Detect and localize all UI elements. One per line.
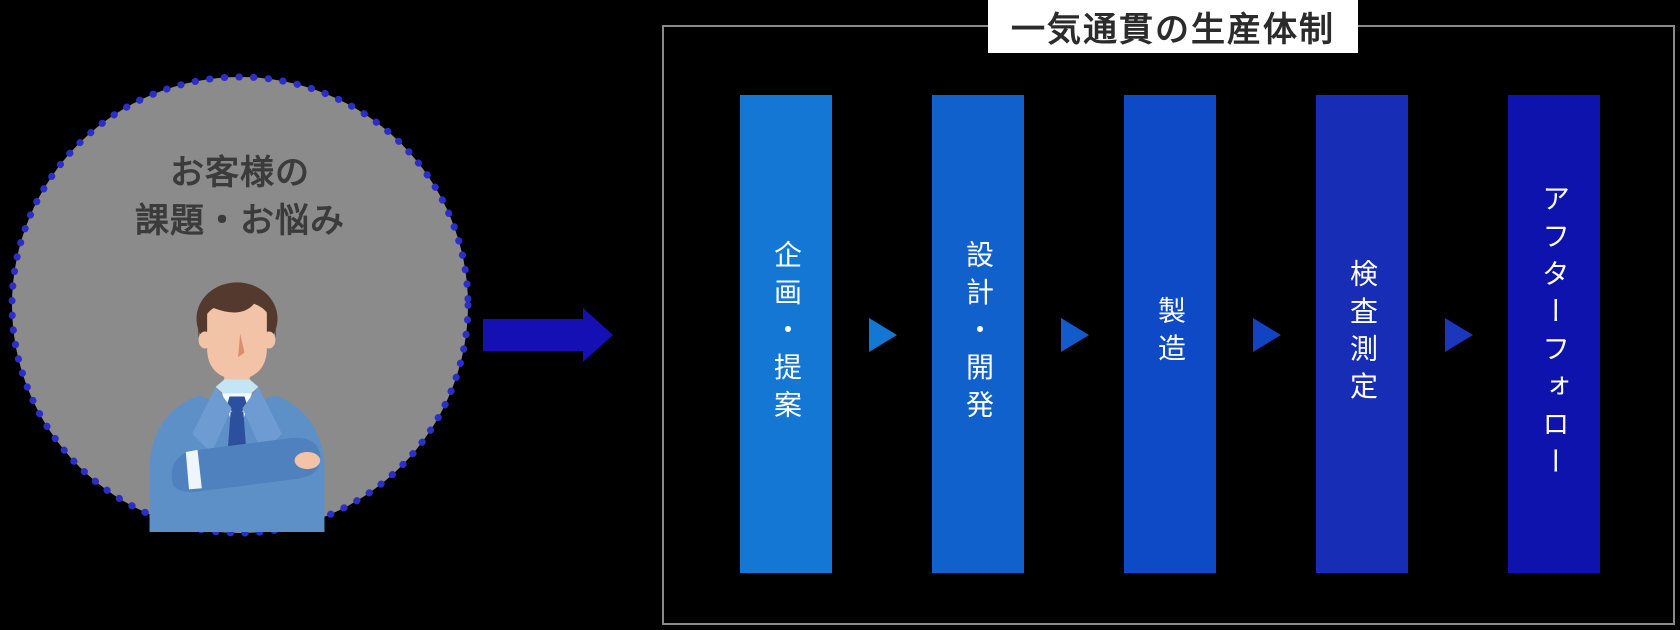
step-label: 検査測定 [1347, 258, 1378, 410]
face [207, 297, 267, 381]
triangle-arrow-icon [869, 318, 897, 352]
customer-text-line1: お客様の [170, 154, 310, 192]
nose [238, 333, 245, 358]
step-label: 企画・提案 [771, 240, 802, 428]
customer-circle: お客様の 課題・お悩み [8, 73, 472, 537]
crossed-arms [171, 437, 321, 492]
step-bar-after-follow: アフターフォロー [1508, 95, 1600, 573]
lapel-right [242, 386, 282, 454]
hair-fringe [198, 288, 276, 338]
step-label: 設計・開発 [963, 240, 994, 428]
hand [294, 452, 321, 470]
triangle-arrow-icon [1445, 318, 1473, 352]
flow-arrow-icon [483, 308, 613, 362]
triangle-arrow-icon [1253, 318, 1281, 352]
step-label: アフターフォロー [1539, 183, 1570, 485]
step-bar-design: 設計・開発 [932, 95, 1024, 573]
tie-knot [226, 396, 248, 415]
process-title-box: 一気通貫の生産体制 [988, 0, 1358, 53]
businessman-illustration [149, 282, 325, 532]
lapel-left [192, 386, 232, 454]
step-bar-manufacturing: 製造 [1124, 95, 1216, 573]
customer-text-line2: 課題・お悩み [135, 202, 345, 240]
shirt-cuff [185, 449, 202, 490]
step-label: 製造 [1155, 296, 1186, 372]
step-bar-planning: 企画・提案 [740, 95, 832, 573]
flow-arrow-shape [483, 308, 613, 362]
shirt-collar [215, 379, 259, 407]
triangle-arrow-icon [1061, 318, 1089, 352]
process-title: 一気通貫の生産体制 [1011, 11, 1335, 49]
customer-text: お客様の 課題・お悩み [8, 149, 472, 245]
step-bar-inspection: 検査測定 [1316, 95, 1408, 573]
